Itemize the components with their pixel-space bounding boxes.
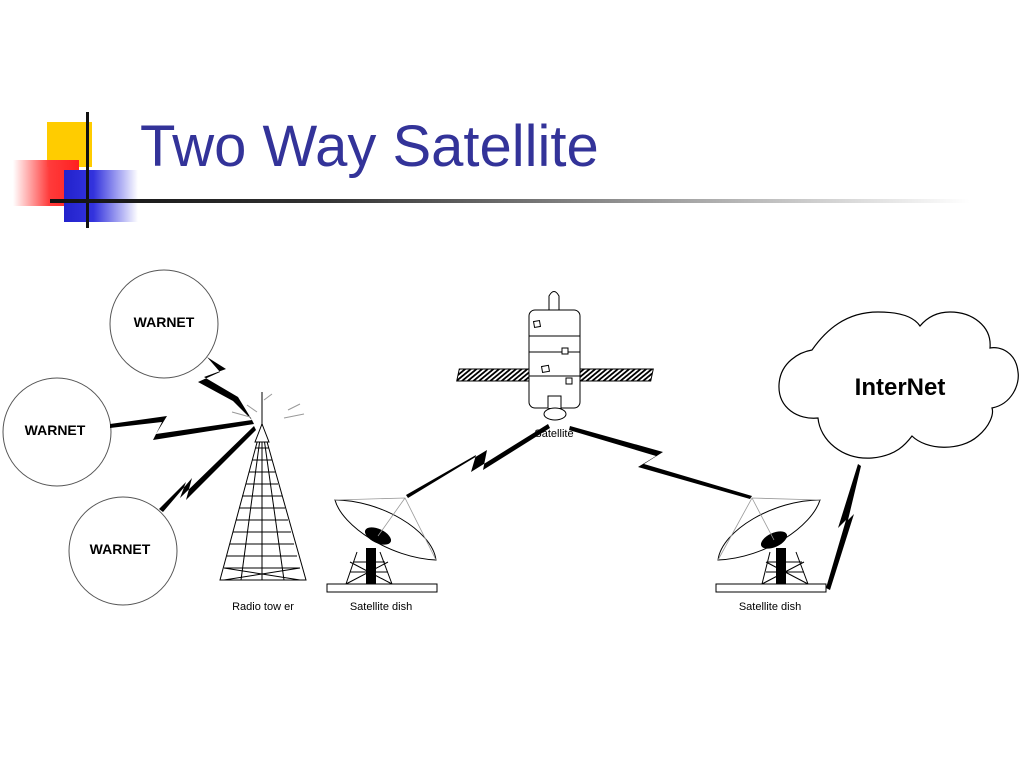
decor-yellow-square	[47, 122, 92, 167]
warnet-label: WARNET	[90, 541, 151, 557]
internet-cloud: InterNet	[778, 311, 1019, 459]
decor-vertical-line	[86, 112, 89, 228]
internet-link	[826, 464, 861, 590]
title-underline	[50, 199, 970, 203]
warnet-node-bottom: WARNET	[68, 496, 178, 606]
satellite	[456, 291, 654, 421]
warnet-node-left: WARNET	[2, 377, 112, 487]
warnet-node-top: WARNET	[109, 269, 219, 379]
wireless-link-bottom	[159, 426, 256, 512]
satellite-link-right	[569, 426, 752, 499]
radio-tower-label: Radio tow er	[232, 601, 294, 613]
slide-title: Two Way Satellite	[140, 114, 599, 179]
wireless-link-left	[110, 416, 254, 440]
satellite-link-left	[406, 424, 550, 498]
internet-label: InterNet	[855, 374, 946, 401]
decor-blue-square	[64, 170, 138, 222]
satellite-dish-left-label: Satellite dish	[350, 601, 412, 613]
warnet-label: WARNET	[25, 422, 86, 438]
satellite-dish-left	[326, 497, 438, 593]
satellite-dish-right-label: Satellite dish	[739, 601, 801, 613]
satellite-dish-right	[715, 497, 827, 593]
wireless-link-top	[198, 357, 252, 420]
warnet-label: WARNET	[134, 314, 195, 330]
radio-tower	[219, 392, 307, 581]
